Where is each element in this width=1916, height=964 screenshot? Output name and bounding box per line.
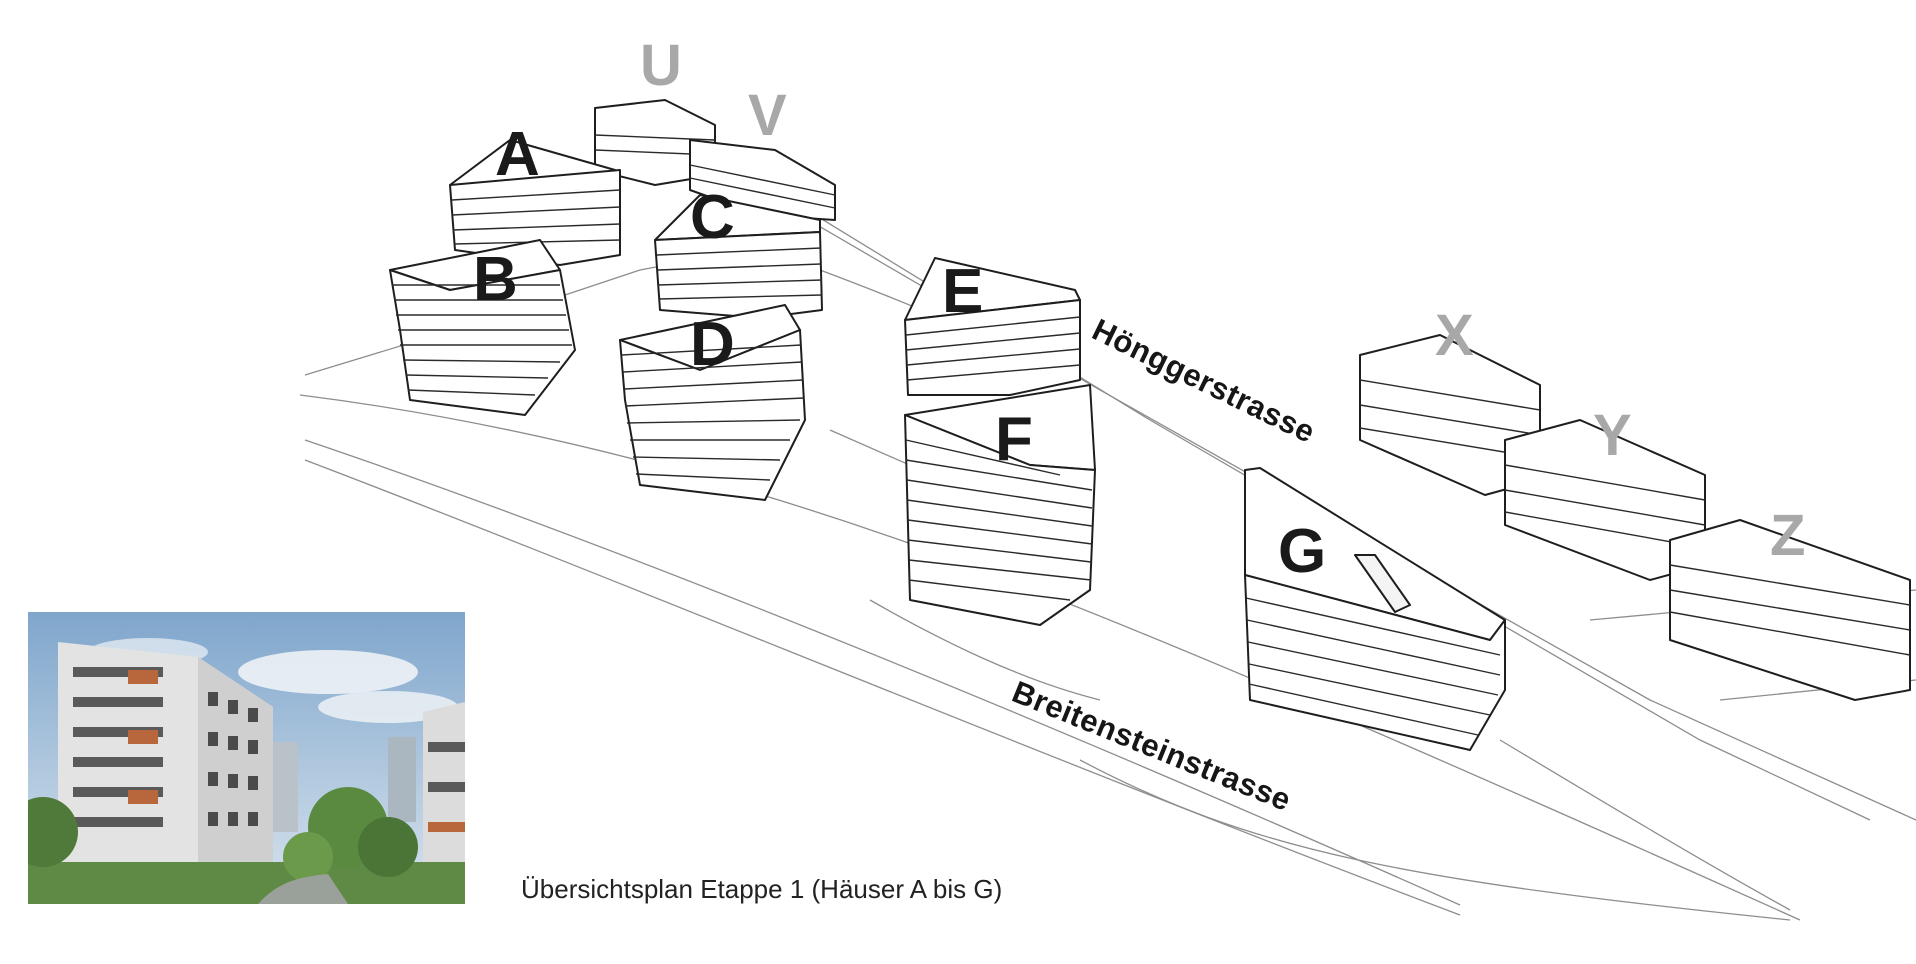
label-building-g: G — [1278, 517, 1326, 586]
building-rendering-photo — [28, 612, 465, 904]
building-g — [1244, 467, 1506, 751]
label-building-v: V — [748, 83, 787, 148]
label-building-x: X — [1435, 303, 1474, 368]
building-z — [1669, 519, 1911, 701]
label-building-f: F — [995, 405, 1033, 474]
building-f — [904, 384, 1096, 626]
building-d — [619, 304, 806, 501]
building-b — [389, 239, 576, 416]
label-building-d: D — [690, 310, 735, 379]
label-building-b: B — [473, 245, 518, 314]
label-building-e: E — [942, 257, 983, 326]
label-building-a: A — [495, 120, 540, 189]
label-building-y: Y — [1593, 403, 1632, 468]
building-a — [449, 139, 621, 266]
label-building-c: C — [690, 183, 735, 252]
label-building-z: Z — [1770, 503, 1805, 568]
label-building-u: U — [640, 33, 682, 98]
street-label-hoenggerstrasse: Hönggerstrasse — [1087, 312, 1321, 450]
building-e — [904, 257, 1081, 396]
building-c — [654, 194, 823, 319]
plan-caption: Übersichtsplan Etappe 1 (Häuser A bis G) — [521, 874, 1003, 904]
